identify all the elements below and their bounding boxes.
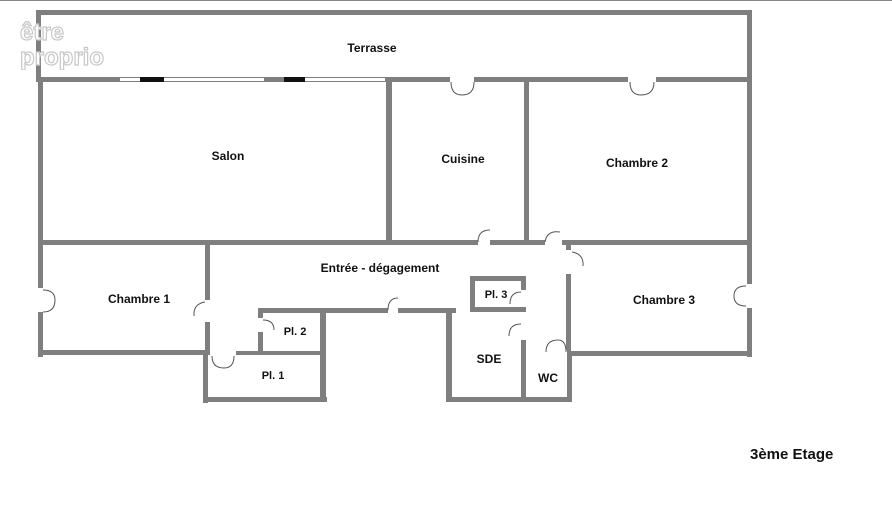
svg-text:proprio: proprio bbox=[20, 44, 104, 70]
wall-sde-left bbox=[446, 312, 452, 402]
room-label-terrasse: Terrasse bbox=[347, 41, 397, 55]
wall-sde-wc bbox=[521, 352, 526, 402]
floor-level-label: 3ème Etage bbox=[750, 446, 834, 463]
room-label-chambre2: Chambre 2 bbox=[605, 156, 669, 170]
wall-terrace-top bbox=[36, 10, 752, 15]
wall-sde-right-mid bbox=[521, 340, 526, 354]
door-arcs bbox=[42, 81, 747, 369]
wall-pl1-bottom bbox=[203, 397, 327, 402]
room-label-entree: Entrée - dégagement bbox=[320, 261, 440, 275]
door-gap-chambre2 bbox=[628, 76, 656, 83]
door-arc-entree-salon bbox=[477, 229, 491, 243]
door-arc-cuisine bbox=[450, 81, 475, 96]
door-gap-sde bbox=[520, 322, 527, 340]
room-label-pl2: Pl. 2 bbox=[283, 326, 307, 338]
door-arc-chambre2 bbox=[629, 81, 655, 96]
wall-pl3-bottom bbox=[470, 307, 526, 312]
wall-terrace-bottom bbox=[38, 77, 752, 82]
wall-chambre1-bottom bbox=[38, 350, 210, 355]
wall-mid-center bbox=[490, 240, 545, 245]
door-arc-chambre1 bbox=[193, 301, 206, 317]
wall-entree-inner-left bbox=[320, 308, 388, 313]
walls bbox=[36, 10, 752, 403]
wall-pl3-right-top bbox=[521, 276, 526, 290]
wall-pl1-top bbox=[236, 351, 326, 355]
door-gap-pl1 bbox=[210, 350, 236, 356]
wall-right-outer bbox=[747, 77, 752, 357]
door-gap-cuisine bbox=[450, 76, 474, 83]
room-label-salon: Salon bbox=[211, 149, 245, 163]
room-label-sde: SDE bbox=[476, 352, 502, 366]
door-arc-chambre1-outer bbox=[42, 289, 56, 313]
door-arc-sde bbox=[508, 323, 522, 337]
door-gaps bbox=[37, 76, 753, 356]
top-border-line bbox=[0, 0, 892, 1]
door-gap-chambre3 bbox=[565, 250, 572, 274]
wall-mid-right bbox=[562, 240, 752, 245]
door-arc-wc bbox=[545, 339, 567, 353]
window-1 bbox=[120, 78, 140, 81]
room-label-wc: WC bbox=[538, 371, 558, 385]
wall-pl3-top bbox=[470, 276, 526, 281]
room-label-pl1: Pl. 1 bbox=[261, 370, 285, 382]
wall-terrace-right bbox=[747, 10, 752, 82]
room-label-chambre1: Chambre 1 bbox=[107, 292, 171, 306]
window-mark-1 bbox=[140, 77, 164, 82]
door-arc-pl1 bbox=[211, 355, 235, 369]
wall-entree-inner-right bbox=[398, 308, 456, 313]
wall-pl2-top bbox=[258, 308, 326, 313]
windows bbox=[120, 78, 385, 81]
door-gap-pl3 bbox=[520, 290, 527, 306]
door-arc-entree-inner bbox=[387, 297, 399, 311]
door-arc-chambre3-outer bbox=[733, 285, 747, 307]
etre-proprio-logo: être proprio bbox=[19, 18, 104, 70]
wall-mid-left bbox=[38, 240, 478, 245]
wall-chambre3-bottom bbox=[566, 351, 752, 356]
wall-cuisine-chambre2 bbox=[524, 82, 529, 242]
room-label-pl3: Pl. 3 bbox=[484, 289, 508, 301]
room-label-chambre3: Chambre 3 bbox=[632, 293, 696, 307]
wall-salon-cuisine bbox=[386, 82, 392, 242]
door-arc-entree-chambre2 bbox=[544, 231, 561, 243]
svg-text:être: être bbox=[20, 19, 64, 46]
wall-left-outer bbox=[38, 77, 43, 357]
window-3 bbox=[305, 78, 385, 81]
window-dark-marks bbox=[140, 77, 305, 82]
wall-pl1-left bbox=[203, 351, 208, 403]
door-arc-chambre3 bbox=[571, 251, 584, 267]
door-gap-chambre1-outer bbox=[37, 288, 44, 312]
wall-chambre3-left bbox=[566, 240, 571, 355]
window-2 bbox=[164, 78, 264, 81]
door-gap-wc bbox=[545, 350, 567, 356]
wall-pl3-left bbox=[470, 276, 475, 312]
door-gap-chambre1 bbox=[204, 300, 211, 322]
wall-sde-bottom bbox=[446, 397, 572, 402]
wall-wc-right bbox=[567, 351, 572, 402]
door-arc-pl3 bbox=[509, 291, 522, 305]
door-gap-pl2 bbox=[258, 318, 264, 332]
door-arc-pl2 bbox=[262, 319, 275, 331]
door-gap-chambre3-outer bbox=[746, 284, 753, 308]
wall-chambre1-right bbox=[205, 240, 210, 355]
window-mark-2 bbox=[284, 77, 305, 82]
wall-terrace-left bbox=[36, 10, 41, 82]
room-label-cuisine: Cuisine bbox=[441, 152, 485, 166]
